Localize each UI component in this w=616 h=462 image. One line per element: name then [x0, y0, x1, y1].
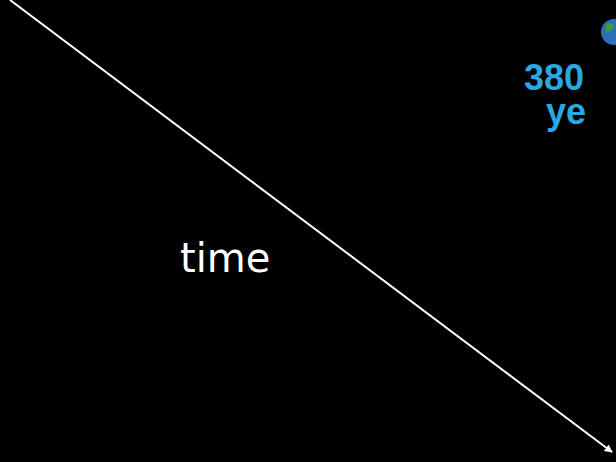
axis-label: time	[180, 238, 270, 278]
epoch-label: 380	[524, 60, 584, 96]
time-arrow	[10, 0, 612, 452]
epoch-label: ye	[546, 94, 586, 130]
globe-icon	[601, 19, 616, 45]
